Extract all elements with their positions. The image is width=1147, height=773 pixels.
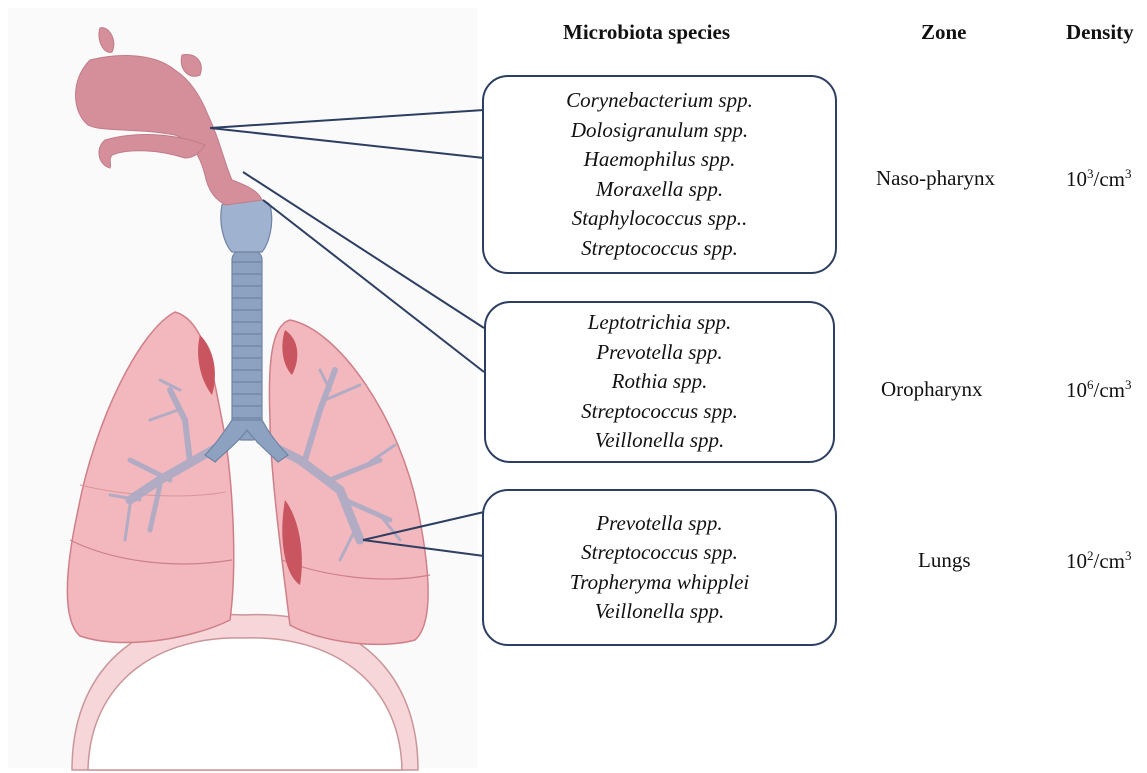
density-unit: /cm	[1094, 378, 1126, 402]
density-unit: /cm	[1094, 549, 1126, 573]
header-zone: Zone	[921, 20, 967, 45]
species-item: Streptococcus spp.	[581, 397, 738, 427]
density-unit-exponent: 3	[1125, 166, 1132, 181]
zone-oropharynx: Oropharynx	[881, 377, 982, 402]
species-box-oropharynx: Leptotrichia spp. Prevotella spp. Rothia…	[484, 301, 835, 463]
density-unit: /cm	[1094, 167, 1126, 191]
header-species: Microbiota species	[563, 20, 730, 45]
density-base: 10	[1066, 549, 1087, 573]
species-item: Tropheryma whipplei	[570, 568, 749, 598]
density-base: 10	[1066, 167, 1087, 191]
species-item: Streptococcus spp.	[581, 538, 738, 568]
species-item: Veillonella spp.	[595, 426, 725, 456]
species-item: Prevotella spp.	[596, 509, 722, 539]
species-box-nasopharynx: Corynebacterium spp. Dolosigranulum spp.…	[482, 75, 837, 274]
species-item: Streptococcus spp.	[581, 234, 738, 264]
species-item: Dolosigranulum spp.	[571, 116, 748, 146]
density-base: 10	[1066, 378, 1087, 402]
species-item: Leptotrichia spp.	[588, 308, 732, 338]
zone-lungs: Lungs	[918, 548, 971, 573]
density-nasopharynx: 103/cm3	[1066, 166, 1132, 192]
species-item: Haemophilus spp.	[584, 145, 736, 175]
header-density: Density	[1066, 20, 1134, 45]
larynx	[221, 198, 272, 253]
species-item: Rothia spp.	[612, 367, 708, 397]
density-lungs: 102/cm3	[1066, 548, 1132, 574]
density-oropharynx: 106/cm3	[1066, 377, 1132, 403]
species-item: Corynebacterium spp.	[566, 86, 753, 116]
species-box-lungs: Prevotella spp. Streptococcus spp. Troph…	[482, 489, 837, 646]
species-item: Moraxella spp.	[596, 175, 723, 205]
zone-nasopharynx: Naso-pharynx	[876, 166, 995, 191]
species-item: Prevotella spp.	[596, 338, 722, 368]
density-unit-exponent: 3	[1125, 377, 1132, 392]
species-item: Staphylococcus spp..	[572, 204, 748, 234]
density-unit-exponent: 3	[1125, 548, 1132, 563]
species-item: Veillonella spp.	[595, 597, 725, 627]
